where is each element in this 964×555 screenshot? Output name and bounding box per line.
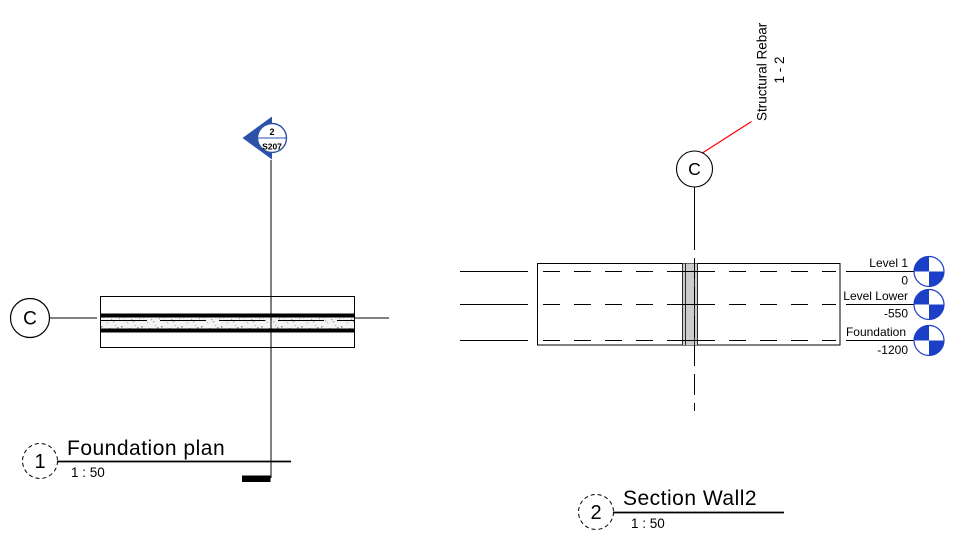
view-scale: 1 : 50 <box>631 516 665 531</box>
view-title[interactable]: Section Wall2 <box>623 487 757 510</box>
section-line-tail-flag[interactable] <box>242 475 271 483</box>
level-name[interactable]: Level 1 <box>869 256 908 270</box>
concrete-stipple-band <box>101 317 354 329</box>
section-head-icon[interactable]: 2 S207 <box>242 116 288 160</box>
rebar-tag-line1[interactable]: Structural Rebar <box>755 22 770 121</box>
section-sheet-number: S207 <box>262 142 282 152</box>
level-datum-icon[interactable] <box>913 288 945 321</box>
grid-bubble-letter: C <box>23 309 37 330</box>
grid-bubble-letter: C <box>688 159 701 179</box>
level-name[interactable]: Level Lower <box>843 289 908 303</box>
section-view-title-block[interactable]: 2 Section Wall2 1 : 50 <box>578 487 785 531</box>
level-elevation[interactable]: -550 <box>884 307 908 321</box>
section-detail-number: 2 <box>269 127 274 137</box>
rebar-tag-line2[interactable]: 1 - 2 <box>772 56 787 83</box>
section-wall2-view: Structural Rebar 1 - 2 C Level 1 0 <box>460 22 945 531</box>
view-number: 1 <box>34 451 45 473</box>
rebar-line-bottom <box>101 328 354 333</box>
view-scale: 1 : 50 <box>71 465 105 480</box>
plan-view-title-block[interactable]: 1 Foundation plan 1 : 50 <box>22 437 292 480</box>
level-name[interactable]: Foundation <box>846 325 906 339</box>
rebar-line-top <box>101 313 354 318</box>
foundation-plan-view: C 2 S207 1 Foundation plan 1 : 50 <box>9 116 389 483</box>
level-datum-icon[interactable] <box>913 324 945 357</box>
level-line-level-lower[interactable]: Level Lower -550 <box>460 288 945 321</box>
level-elevation[interactable]: -1200 <box>877 343 908 357</box>
level-elevation[interactable]: 0 <box>901 274 908 288</box>
grid-bubble-circle[interactable] <box>9 297 51 339</box>
level-datum-icon[interactable] <box>913 255 945 288</box>
level-line-level1[interactable]: Level 1 0 <box>460 255 945 288</box>
view-number: 2 <box>590 502 601 524</box>
grid-bubble-plan[interactable]: C <box>9 297 51 339</box>
grid-bubble-section[interactable]: C <box>675 150 714 188</box>
view-title[interactable]: Foundation plan <box>67 437 225 460</box>
rebar-tag-leader[interactable] <box>699 120 752 156</box>
level-line-foundation[interactable]: Foundation -1200 <box>460 324 945 357</box>
